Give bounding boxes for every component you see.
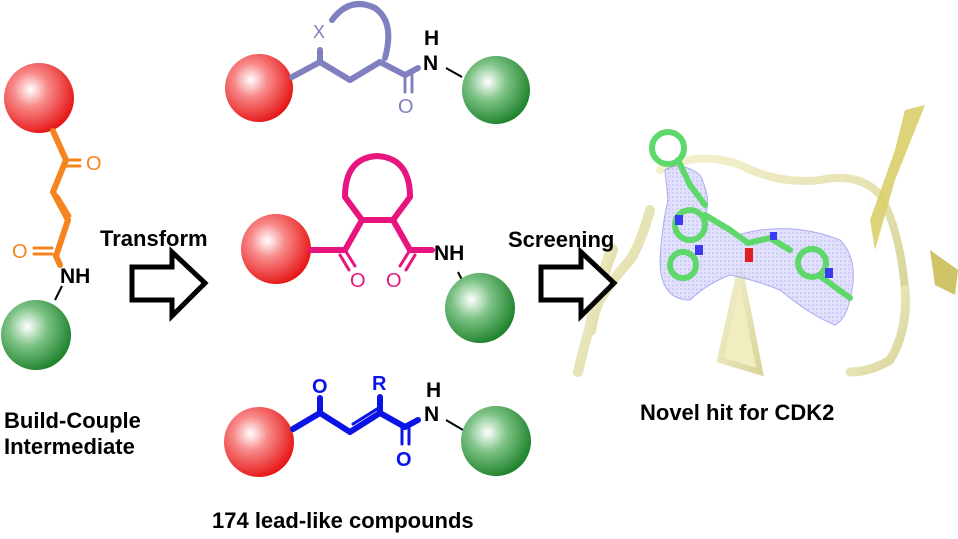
beta-strand-arrow <box>870 105 925 250</box>
blue-atom-o1: O <box>312 376 328 398</box>
purple-atom-x: X <box>313 22 325 42</box>
intermediate-atom-o-top: O <box>86 153 102 175</box>
transform-arrow: Transform <box>100 226 209 323</box>
cdk2-complex-image <box>573 105 958 377</box>
hollow-arrow-icon <box>129 246 209 323</box>
purple-atom-h: H <box>424 27 439 50</box>
hollow-arrow-icon <box>538 246 618 323</box>
result-caption: Novel hit for CDK2 <box>640 400 835 425</box>
blue-atom-r: R <box>372 373 387 395</box>
transform-label: Transform <box>100 226 208 251</box>
green-sphere <box>1 300 71 370</box>
scaffold-purple: X H N O <box>225 1 530 124</box>
magenta-atom-o2: O <box>386 270 402 292</box>
intermediate-caption: Build-Couple Intermediate <box>4 408 141 460</box>
screening-arrow: Screening <box>508 227 618 323</box>
beta-strand-arrow-2 <box>930 250 958 295</box>
green-sphere <box>461 406 531 476</box>
purple-atom-o: O <box>398 96 414 118</box>
magenta-atom-nh: NH <box>434 242 464 265</box>
scaffold-blue: O R H N O <box>224 373 531 477</box>
scaffold-magenta: O O NH <box>241 152 515 343</box>
screening-label: Screening <box>508 227 614 252</box>
intermediate-bonds <box>32 128 82 268</box>
density-mesh <box>659 165 854 326</box>
red-sphere <box>224 407 294 477</box>
red-sphere <box>225 54 293 122</box>
compounds-caption: 174 lead-like compounds <box>212 508 474 533</box>
magenta-atom-o1: O <box>350 270 366 292</box>
red-sphere <box>4 63 74 133</box>
red-sphere <box>241 214 311 284</box>
blue-nh-bond <box>445 419 464 431</box>
green-sphere <box>445 273 515 343</box>
blue-atom-o2: O <box>396 449 412 471</box>
blue-atom-n: N <box>424 403 439 426</box>
intermediate-atom-nh: NH <box>60 265 90 288</box>
purple-atom-n: N <box>423 52 438 75</box>
purple-nh-bond <box>445 67 463 78</box>
blue-atom-h: H <box>426 379 441 402</box>
intermediate-caption-line1: Build-Couple <box>4 408 141 433</box>
intermediate-atom-o-bottom: O <box>12 241 28 263</box>
intermediate-caption-line2: Intermediate <box>4 434 135 459</box>
ligand-heteroatoms <box>675 215 833 278</box>
nh-bond <box>54 285 63 301</box>
build-couple-intermediate: O O NH <box>1 63 102 370</box>
green-sphere <box>462 56 530 124</box>
